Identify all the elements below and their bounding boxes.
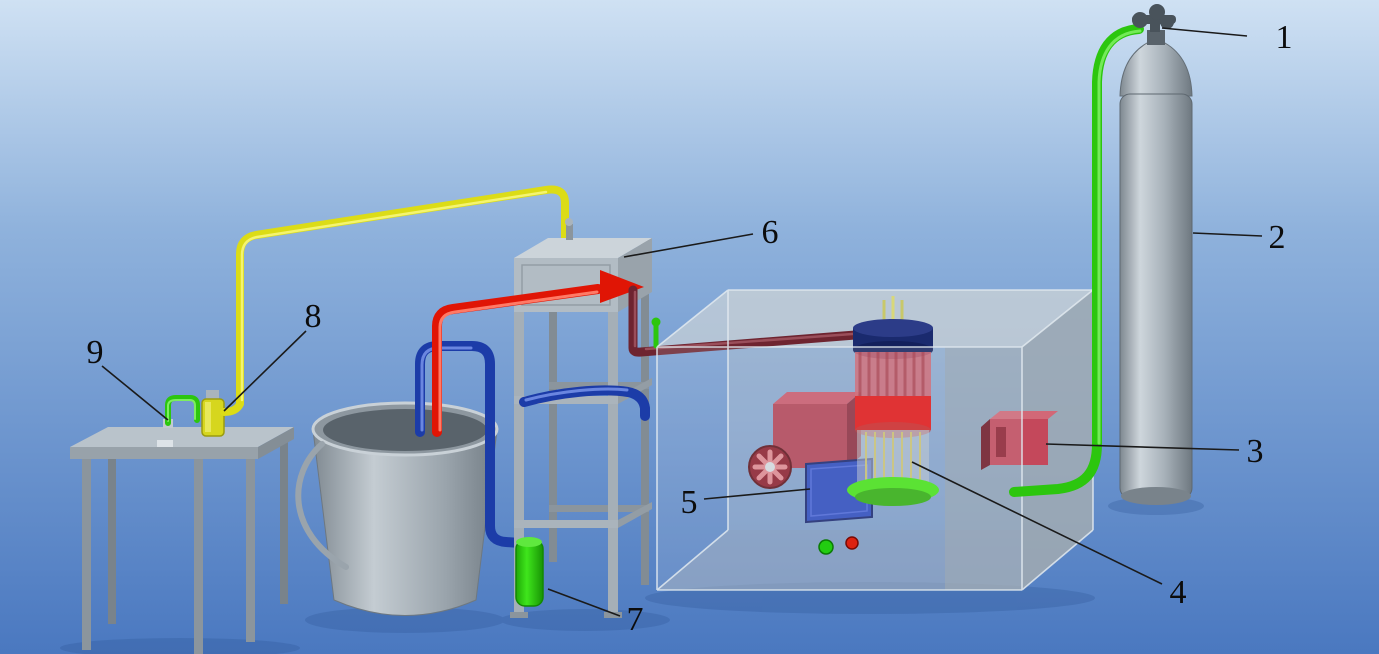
control-panel bbox=[805, 457, 873, 524]
red-indicator bbox=[845, 536, 859, 550]
leader-5 bbox=[703, 488, 811, 500]
green-gas-pipe bbox=[1009, 24, 1144, 497]
yellow-bottle bbox=[201, 390, 225, 437]
labels: 1 2 3 4 5 6 7 8 9 bbox=[87, 19, 1293, 638]
reactor-vessel bbox=[847, 296, 939, 506]
blue-pipe-horizontal bbox=[519, 385, 650, 421]
label-2: 2 bbox=[1269, 219, 1286, 256]
label-1: 1 bbox=[1276, 19, 1293, 56]
table bbox=[70, 427, 294, 654]
leader-7 bbox=[547, 588, 621, 617]
leader-9 bbox=[101, 365, 169, 421]
green-cylinder bbox=[515, 537, 544, 607]
indicator-buttons bbox=[818, 536, 859, 555]
red-pipe-arrow bbox=[600, 270, 644, 303]
leader-2 bbox=[1192, 232, 1263, 237]
red-module bbox=[981, 411, 1058, 470]
bucket bbox=[295, 401, 499, 616]
cylinder-valve bbox=[1132, 4, 1176, 32]
fan-module bbox=[748, 392, 861, 489]
bucket-handle bbox=[295, 441, 349, 570]
red-pipe bbox=[432, 270, 644, 437]
gas-cylinder bbox=[1119, 4, 1193, 505]
leader-1 bbox=[1161, 27, 1248, 37]
chamber-front bbox=[656, 289, 1094, 591]
label-7: 7 bbox=[627, 601, 644, 638]
green-indicator bbox=[818, 539, 834, 555]
leader-3 bbox=[1045, 443, 1240, 451]
label-6: 6 bbox=[762, 214, 779, 251]
label-5: 5 bbox=[681, 484, 698, 521]
leader-8 bbox=[223, 330, 307, 412]
table-port bbox=[157, 440, 173, 447]
label-9: 9 bbox=[87, 334, 104, 371]
label-4: 4 bbox=[1170, 574, 1187, 611]
leader-6 bbox=[623, 233, 754, 258]
sample-tube bbox=[163, 395, 200, 428]
frame-top-connector bbox=[566, 224, 573, 240]
label-3: 3 bbox=[1247, 433, 1264, 470]
label-8: 8 bbox=[305, 298, 322, 335]
yellow-pipe bbox=[220, 185, 569, 416]
leader-4 bbox=[911, 461, 1163, 585]
